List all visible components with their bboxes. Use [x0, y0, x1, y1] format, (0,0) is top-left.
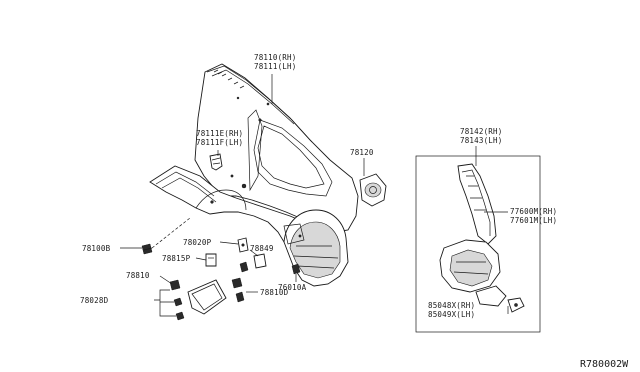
label-78111f: 78111F(LH): [196, 138, 243, 147]
rear-fender-panel: [149, 63, 359, 287]
hardware-78815p: [205, 253, 217, 267]
label-78110: 78110(RH): [254, 53, 296, 62]
label-78810: 78810: [126, 271, 150, 280]
hardware-76010a: [291, 263, 301, 275]
label-76010a: 76010A: [278, 283, 307, 292]
label-78143: 78143(LH): [460, 136, 502, 145]
inset-box: [415, 155, 541, 333]
fuel-lid: [187, 279, 227, 315]
label-78120: 78120: [350, 148, 374, 157]
hardware-78849: [253, 253, 267, 269]
label-78100b: 78100B: [82, 244, 111, 253]
hardware-78810d: [231, 261, 249, 303]
bracket-78111e: [209, 153, 223, 171]
label-85048x: 85048X(RH): [428, 301, 475, 310]
fuel-filler-78120: [359, 173, 387, 207]
callout-labels: 78110(RH) 78111(LH) 78111E(RH) 78111F(LH…: [80, 53, 629, 370]
label-78849: 78849: [250, 244, 274, 253]
leader-lines: [120, 74, 509, 317]
clip-78100b: [141, 243, 153, 255]
label-78111: 78111(LH): [254, 62, 296, 71]
label-77601m: 77601M(LH): [510, 216, 557, 225]
label-77600m: 77600M(RH): [510, 207, 557, 216]
label-78142: 78142(RH): [460, 127, 502, 136]
label-78815p: 78815P: [162, 254, 191, 263]
hardware-78020p: [237, 237, 249, 253]
label-78810d: 78810D: [260, 288, 289, 297]
label-85049x: 85049X(LH): [428, 310, 475, 319]
label-78020p: 78020P: [183, 238, 212, 247]
hardware-78810: [169, 279, 185, 321]
label-78028d: 78028D: [80, 296, 109, 305]
diagram-code: R780002W: [580, 359, 629, 370]
label-78111e: 78111E(RH): [196, 129, 243, 138]
